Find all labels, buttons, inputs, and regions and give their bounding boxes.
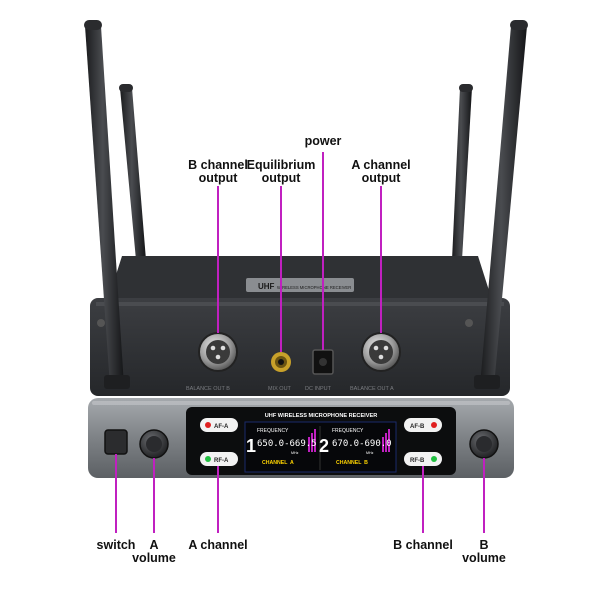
indicator-label-af-b: AF-B (410, 424, 425, 430)
receiver-rear-panel (90, 298, 510, 396)
label-switch: switch (96, 538, 136, 552)
port-label-balance-out-a: BALANCE OUT A (350, 386, 394, 392)
channel-1-name: CHANNEL A (262, 460, 294, 466)
port-label-mix-out: MIX OUT (268, 386, 292, 392)
label-a-channel-output: A channel output (351, 158, 411, 185)
indicator-af-a (200, 418, 238, 432)
antenna-front-right (474, 20, 528, 389)
indicator-rf-a (200, 452, 238, 466)
label-b-channel: B channel (393, 538, 453, 552)
antenna-rear-left (119, 84, 146, 260)
channel-2-number: 2 (319, 436, 329, 456)
channel-2-name: CHANNEL B (336, 460, 368, 466)
indicator-label-af-a: AF-A (214, 424, 229, 430)
label-equilibrium-output: Equilibrium output (246, 158, 316, 185)
rear-model: WIRELESS MICROPHONE RECEIVER (277, 285, 351, 290)
volume-knob-b[interactable] (469, 429, 499, 459)
label-a-channel: A channel (188, 538, 248, 552)
antenna-front-left (84, 20, 130, 389)
top-label-plate (246, 278, 354, 292)
dc-input-jack (312, 349, 334, 375)
volume-knob-a[interactable] (139, 429, 169, 459)
label-power: power (304, 134, 342, 148)
xlr-output-b (198, 332, 238, 372)
rear-brand: UHF (258, 282, 275, 291)
indicator-label-rf-a: RF-A (214, 458, 229, 464)
front-title: UHF WIRELESS MICROPHONE RECEIVER (265, 413, 378, 419)
indicator-af-b (404, 418, 442, 432)
channel-1-number: 1 (246, 436, 256, 456)
screw-right (465, 319, 473, 327)
label-b-volume: B volume (462, 538, 506, 565)
callout-lines (115, 152, 485, 533)
mix-output-jack (271, 352, 291, 372)
power-switch[interactable] (104, 429, 128, 455)
label-b-channel-output: B channel output (188, 158, 248, 185)
level-meter-b (382, 429, 390, 452)
channel-1-frequency-label: FREQUENCY (257, 428, 289, 434)
label-a-volume: A volume (132, 538, 176, 565)
xlr-output-a (361, 332, 401, 372)
channel-2-frequency-label: FREQUENCY (332, 428, 364, 434)
channel-1-frequency: 650.0-669.5 (257, 439, 317, 449)
antenna-rear-right (452, 84, 473, 260)
indicator-label-rf-b: RF-B (410, 458, 425, 464)
channel-1-unit: MHz (291, 451, 299, 455)
screw-left (97, 319, 105, 327)
level-meter-a (308, 429, 316, 452)
port-label-dc-input: DC INPUT (305, 386, 332, 392)
port-label-balance-out-b: BALANCE OUT B (186, 386, 230, 392)
indicator-rf-b (404, 452, 442, 466)
channel-2-unit: MHz (366, 451, 374, 455)
channel-2-frequency: 670.0-690.0 (332, 439, 392, 449)
